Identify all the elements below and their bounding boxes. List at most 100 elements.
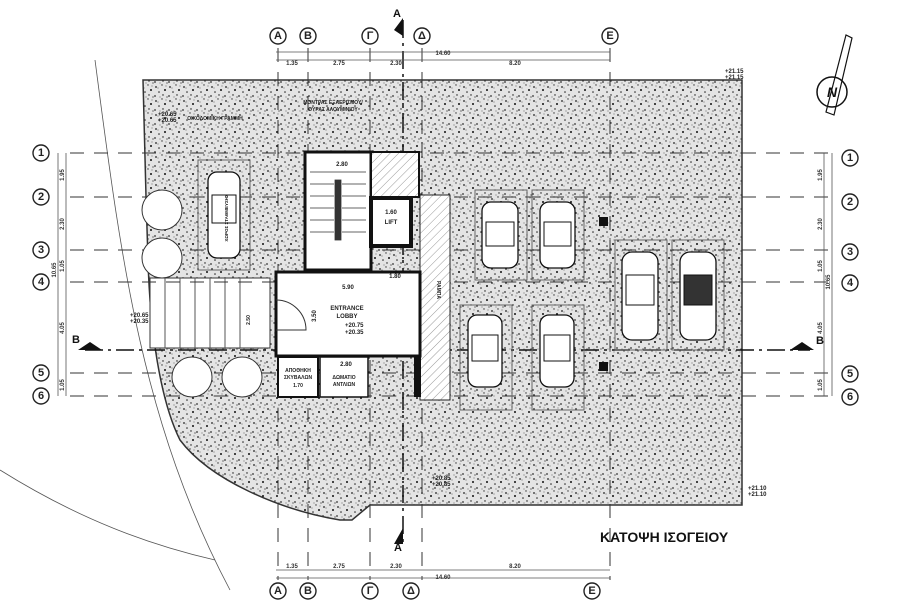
level-left-2: +20.35 <box>130 319 149 325</box>
structural-columns <box>599 217 608 371</box>
grid-bubble-e-bottom: Ε <box>583 582 601 600</box>
svg-text:Α: Α <box>274 30 282 42</box>
svg-text:4: 4 <box>38 276 45 288</box>
entrance-door <box>275 299 307 331</box>
lobby-depth: 3.50 <box>312 310 318 322</box>
svg-text:2.75: 2.75 <box>333 61 345 67</box>
grid-bubble-a-bottom: Α <box>269 582 287 600</box>
refuse-label-2: ΣΚΥΒΑΛΩΝ <box>284 375 313 381</box>
svg-text:1: 1 <box>38 147 44 159</box>
grid-bubble-5-right: 5 <box>841 365 859 383</box>
svg-text:4.05: 4.05 <box>818 322 824 334</box>
drawing-title: ΚΑΤΟΨΗ ΙΣΟΓΕΙΟΥ <box>600 529 729 545</box>
svg-text:Α: Α <box>274 585 282 597</box>
svg-text:4.05: 4.05 <box>60 322 66 334</box>
car <box>207 171 241 259</box>
lift-shaft <box>369 196 413 248</box>
svg-text:6: 6 <box>847 391 853 403</box>
svg-text:Β: Β <box>304 585 312 597</box>
refuse-store <box>277 356 319 398</box>
shaft <box>370 151 420 198</box>
bottom-dimensions: 1.35 2.75 2.30 8.20 14.60 <box>276 564 610 581</box>
lift-label: LIFT <box>385 220 398 226</box>
lobby-level-2: +20.35 <box>345 330 364 336</box>
grid-bubble-d-bottom: Δ <box>402 582 420 600</box>
svg-text:1.05: 1.05 <box>818 379 824 391</box>
grid-bubble-2-left: 2 <box>32 188 50 206</box>
lobby-side-dim: 1.80 <box>389 274 401 280</box>
section-marker-b-left: Β <box>72 334 102 350</box>
grid-bubble-g-top: Γ <box>361 27 379 45</box>
level-top-right-2: +21.15 <box>725 75 744 81</box>
svg-text:Β: Β <box>816 335 824 347</box>
svg-text:5: 5 <box>847 368 853 380</box>
svg-text:Ε: Ε <box>588 585 595 597</box>
svg-text:14.60: 14.60 <box>435 51 451 57</box>
svg-text:4: 4 <box>847 277 854 289</box>
pump-room <box>319 356 369 398</box>
grid-bubble-6-left: 6 <box>32 387 50 405</box>
grid-bubble-3-right: 3 <box>841 243 859 261</box>
car <box>621 251 659 341</box>
svg-text:10.65: 10.65 <box>826 274 832 290</box>
lift-dim: 1.60 <box>385 210 397 216</box>
svg-text:8.20: 8.20 <box>509 61 521 67</box>
grid-bubble-5-left: 5 <box>32 364 50 382</box>
svg-text:2.30: 2.30 <box>818 218 824 230</box>
svg-text:Δ: Δ <box>418 30 426 42</box>
level-bottom-right-2: +21.10 <box>748 492 767 498</box>
svg-text:1.35: 1.35 <box>286 564 298 570</box>
grid-bubble-g-bottom: Γ <box>361 582 379 600</box>
level-top-left-1: +20.65 <box>158 112 177 118</box>
grid-bubble-4-left: 4 <box>32 273 50 291</box>
car <box>679 251 717 341</box>
svg-text:6: 6 <box>38 390 44 402</box>
entrance-lobby <box>274 270 422 358</box>
svg-text:Δ: Δ <box>407 585 415 597</box>
road-edge-inner <box>0 469 216 561</box>
svg-text:Α: Α <box>394 542 402 554</box>
car <box>539 314 575 388</box>
svg-text:5: 5 <box>38 367 44 379</box>
ramp <box>419 194 451 401</box>
level-left-1: +20.65 <box>130 313 149 319</box>
svg-text:1.95: 1.95 <box>818 169 824 181</box>
grid-bubble-2-right: 2 <box>841 193 859 211</box>
svg-text:1.95: 1.95 <box>60 169 66 181</box>
svg-text:14.60: 14.60 <box>435 575 451 581</box>
lobby-label-2: LOBBY <box>337 314 358 320</box>
ramp-label: ΡΑΜΠΑ <box>435 281 441 299</box>
svg-text:10.65: 10.65 <box>52 262 58 278</box>
svg-text:2.75: 2.75 <box>333 564 345 570</box>
lobby-column <box>414 357 421 397</box>
car <box>467 314 503 388</box>
parking-left-label: ΧΩΡΟΣ ΣΤΑΘΜΕΥΣΗΣ <box>224 194 229 242</box>
grid-bubble-d-top: Δ <box>413 27 431 45</box>
vent-note-1: ΜΟΝΤΡΑΣ ΕΞΑΕΡΙΣΜΟΥ/ <box>303 100 363 106</box>
svg-text:Β: Β <box>304 30 312 42</box>
grid-bubble-3-left: 3 <box>32 241 50 259</box>
car <box>539 201 576 269</box>
svg-text:Γ: Γ <box>367 30 374 42</box>
section-marker-a-bottom: Α <box>394 528 403 554</box>
car <box>481 201 519 269</box>
parking-bays <box>197 159 725 411</box>
lobby-width: 5.90 <box>342 285 354 291</box>
left-dimensions: 1.95 2.30 1.05 4.05 1.05 10.65 <box>52 153 67 396</box>
level-bottom-center-1: +20.85 <box>432 476 451 482</box>
level-bottom-center-2: +20.85 <box>432 482 451 488</box>
grid-bubble-1-right: 1 <box>841 149 859 167</box>
lobby-label-1: ENTRANCE <box>330 306 363 312</box>
svg-text:2: 2 <box>847 196 853 208</box>
svg-text:N: N <box>827 84 838 100</box>
top-dimensions: 1.35 2.75 2.30 8.20 14.60 <box>276 51 610 67</box>
svg-text:1.05: 1.05 <box>818 260 824 272</box>
level-bottom-right-1: +21.10 <box>748 486 767 492</box>
level-top-left-2: +20.65 <box>158 118 177 124</box>
grid-bubble-e-top: Ε <box>601 27 619 45</box>
svg-text:2: 2 <box>38 191 44 203</box>
road-edge <box>94 59 231 591</box>
svg-text:1.05: 1.05 <box>60 260 66 272</box>
svg-text:2.30: 2.30 <box>390 61 402 67</box>
